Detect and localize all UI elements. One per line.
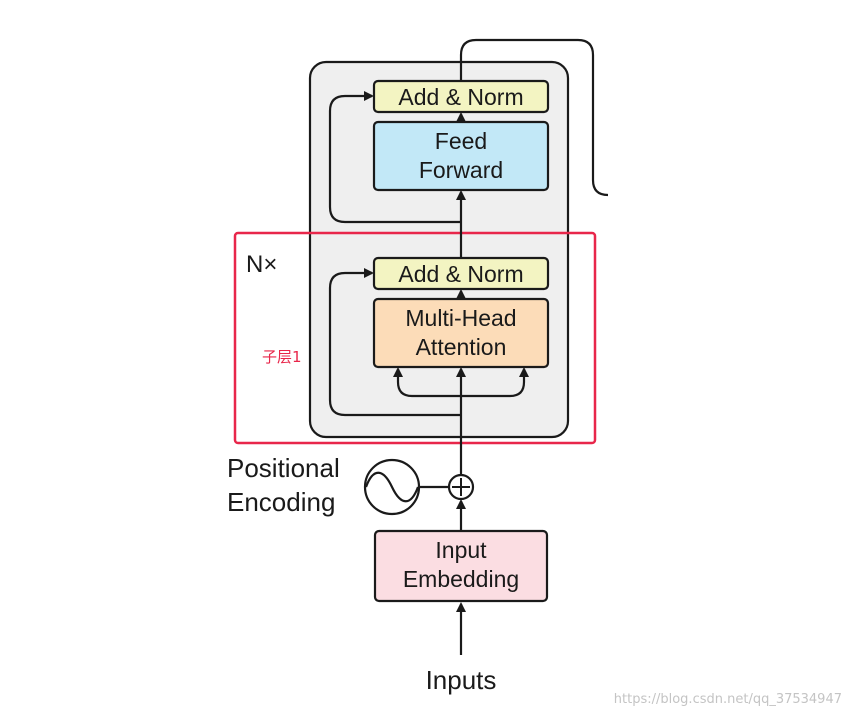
add-norm-label-top: Add & Norm — [398, 84, 523, 110]
sublayer-highlight — [233, 231, 597, 445]
arrow-into-attention-left — [393, 367, 461, 398]
residual-attention — [328, 268, 461, 417]
repeat-count-label: N× — [246, 251, 277, 278]
sine-wave-icon — [364, 471, 420, 503]
output-connector — [459, 38, 609, 197]
input-embedding-label-line2: Embedding — [403, 566, 519, 592]
sublayer-annotation: 子层1 — [262, 348, 302, 366]
attention-label-line1: Multi-Head — [405, 305, 516, 331]
inputs-label: Inputs — [426, 665, 497, 695]
feed-forward-label-line2: Forward — [419, 157, 503, 183]
positional-encoding-label-line1: Positional — [227, 453, 340, 483]
residual-ff — [328, 91, 461, 224]
arrow-into-attention-right — [461, 367, 529, 398]
input-embedding-label-line1: Input — [435, 537, 487, 563]
add-norm-label-bottom: Add & Norm — [398, 261, 523, 287]
positional-encoding-label-line2: Encoding — [227, 487, 335, 517]
attention-label-line2: Attention — [416, 334, 507, 360]
input-embedding-box — [373, 529, 549, 603]
encoder-block — [308, 60, 570, 439]
watermark: https://blog.csdn.net/qq_37534947 — [614, 692, 842, 707]
feed-forward-label-line1: Feed — [435, 128, 487, 154]
